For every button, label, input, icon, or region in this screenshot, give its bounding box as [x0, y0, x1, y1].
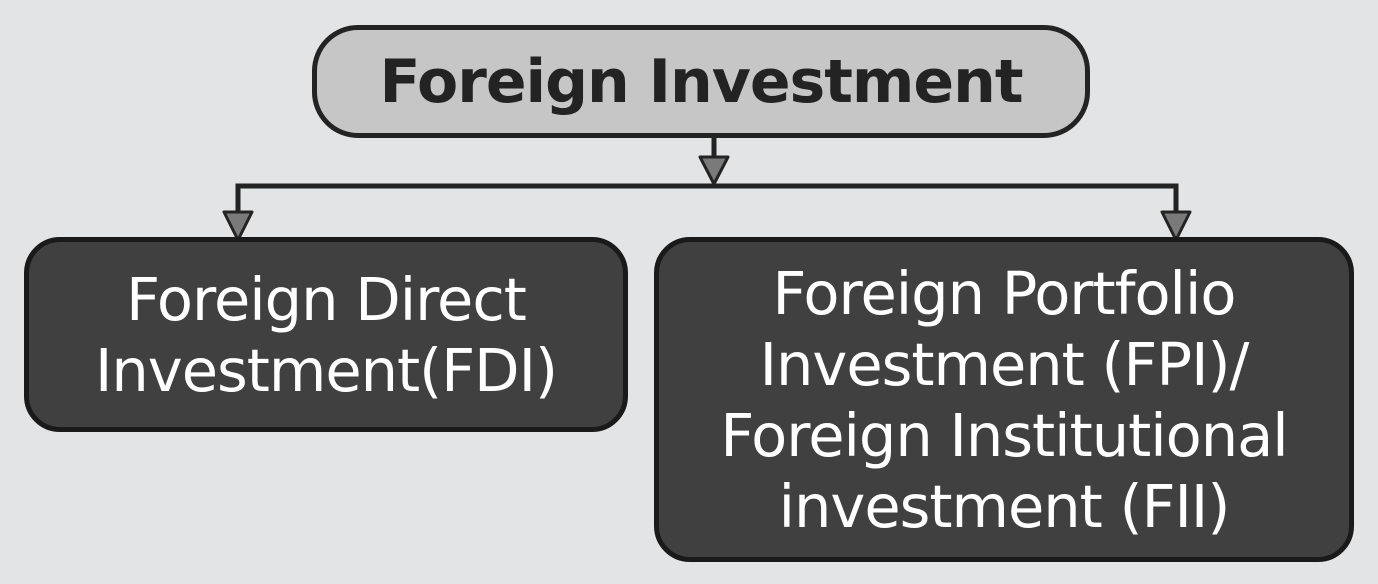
fdi-node-label: Foreign Direct Investment(FDI): [95, 264, 558, 405]
child-node-fpi-fii: Foreign Portfolio Investment (FPI)/ Fore…: [654, 237, 1354, 562]
root-node-label: Foreign Investment: [379, 46, 1023, 117]
fpi-fii-node-label: Foreign Portfolio Investment (FPI)/ Fore…: [720, 258, 1288, 541]
left-branch-arrow-icon: [222, 210, 254, 242]
right-branch-arrow-icon: [1160, 210, 1192, 242]
child-node-fdi: Foreign Direct Investment(FDI): [24, 237, 628, 432]
root-node-foreign-investment: Foreign Investment: [312, 25, 1090, 138]
root-down-arrow-icon: [698, 155, 730, 186]
horizontal-branch-line: [235, 183, 1179, 212]
